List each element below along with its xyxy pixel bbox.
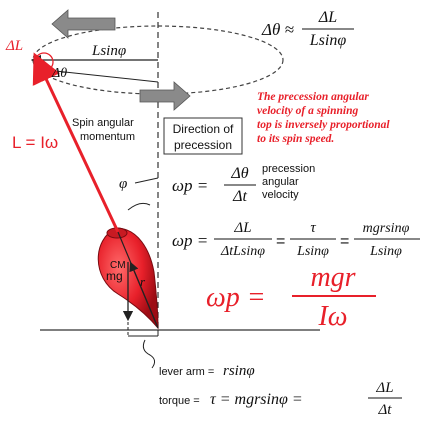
- eq-long-eq2: =: [340, 233, 349, 250]
- phi-arc: [127, 202, 151, 211]
- precession-arrow-top: [51, 9, 116, 39]
- torque-expr: τ = mgrsinφ =: [210, 391, 303, 408]
- direction-box: [163, 117, 243, 155]
- cm-label: CM: [110, 260, 126, 271]
- torque-label: torque =: [159, 395, 200, 407]
- l-equals-iw-label: L = Iω: [12, 133, 58, 152]
- delta-l-circle: [34, 52, 54, 72]
- r-label: r: [140, 274, 146, 289]
- eq-long-eq1: =: [276, 233, 285, 250]
- eq-long-den3: Lsinφ: [369, 244, 402, 259]
- eq-top-num: ΔL: [318, 9, 337, 26]
- lever-pointer: [142, 339, 156, 369]
- eq-long-lhs: ωp =: [172, 231, 208, 250]
- eq-def-num: Δθ: [230, 165, 248, 182]
- eq-top-den: Lsinφ: [309, 32, 347, 49]
- angular-momentum-vector: [32, 52, 120, 233]
- red-statement-2: velocity of a spinning: [257, 105, 359, 117]
- eq-long-num3: mgrsinφ: [363, 221, 410, 236]
- eq-big-num: mgr: [310, 262, 355, 293]
- mg-label: mg: [106, 269, 123, 283]
- torque-den: Δt: [378, 402, 393, 418]
- lsin-label: Lsinφ: [91, 43, 126, 59]
- direction-label-1: Direction of: [173, 122, 234, 136]
- eq-def-den: Δt: [232, 188, 247, 205]
- eq-long-num1: ΔL: [233, 220, 251, 236]
- delta-l-label: ΔL: [5, 38, 23, 54]
- eq-def-lhs: ωp =: [172, 176, 208, 195]
- eq-big-den: Iω: [317, 301, 347, 332]
- eq-long-den2: Lsinφ: [296, 244, 329, 259]
- precession-arrow-bottom: [139, 81, 191, 111]
- eq-big-lhs: ωp =: [206, 282, 266, 313]
- torque-num: ΔL: [375, 380, 393, 396]
- lever-arm-label: lever arm =: [159, 366, 214, 378]
- eq-def-caption-1: precession: [262, 163, 315, 175]
- phi-pointer: [134, 177, 159, 184]
- eq-def-caption-2: angular: [262, 176, 299, 188]
- eq-long-den1: ΔtLsinφ: [220, 244, 265, 259]
- eq-def-caption-3: velocity: [262, 189, 299, 201]
- spin-momentum-label-2: momentum: [80, 131, 135, 143]
- red-statement-1: The precession angular: [257, 91, 369, 103]
- red-statement-3: top is inversely proportional: [257, 119, 390, 131]
- eq-top-lhs: Δθ ≈: [261, 20, 294, 39]
- r-vector: [129, 261, 159, 329]
- red-statement-4: to its spin speed.: [257, 133, 334, 145]
- eq-long-num2: τ: [310, 220, 316, 236]
- delta-theta-label: Δθ: [51, 66, 67, 81]
- delta-theta-line: [45, 69, 159, 83]
- lever-arm-expr: rsinφ: [223, 363, 255, 379]
- spin-momentum-label-1: Spin angular: [72, 117, 134, 129]
- phi-label: φ: [119, 176, 127, 192]
- direction-label-2: precession: [174, 138, 232, 152]
